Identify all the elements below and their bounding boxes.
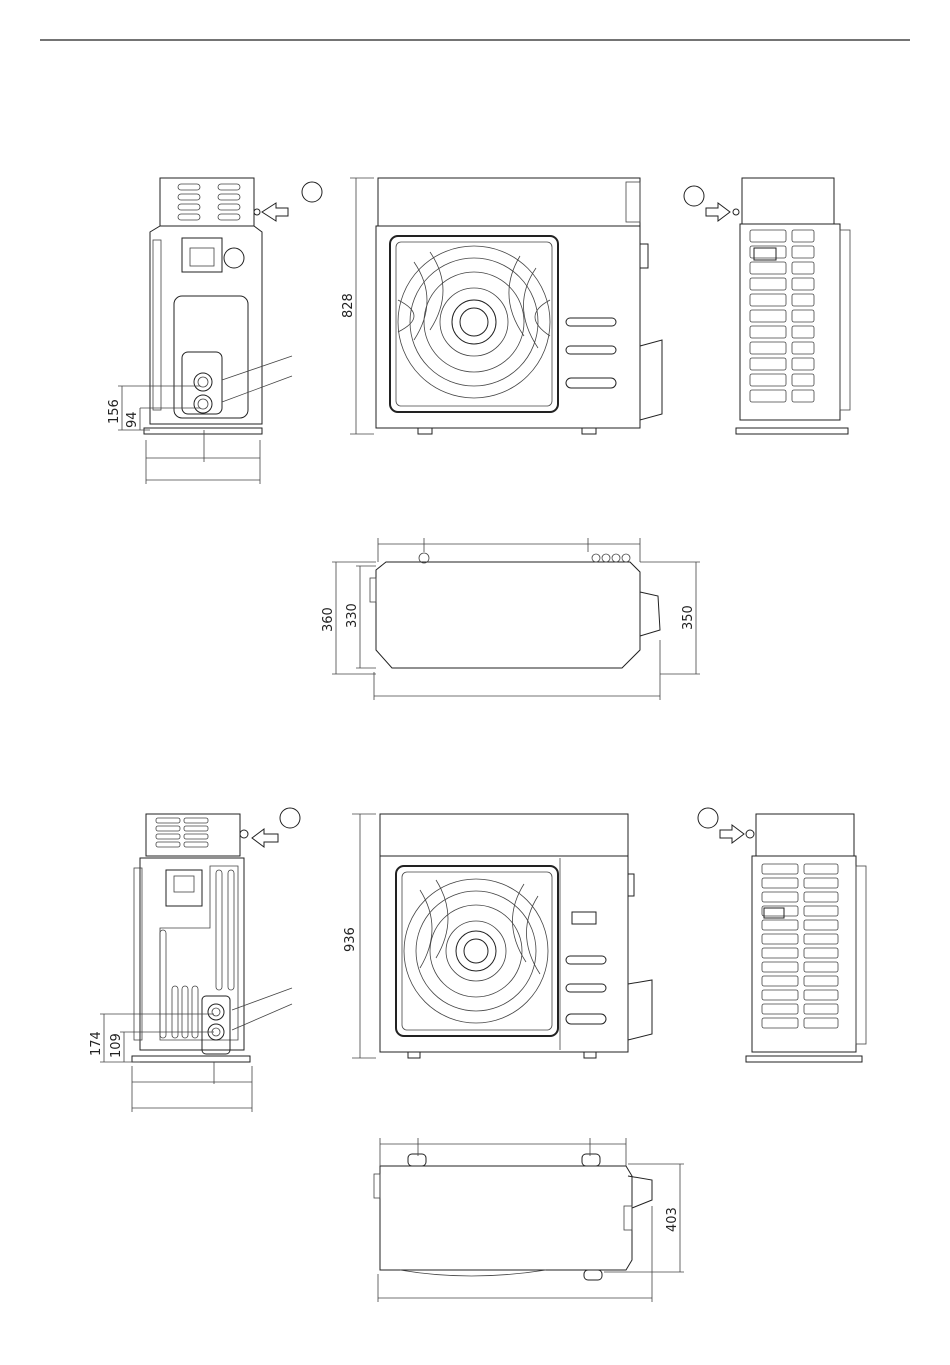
unit1-top-view: 360 330 350	[321, 538, 700, 700]
dim-94: 94	[125, 411, 140, 428]
dim-360: 360	[321, 607, 336, 632]
dim-330: 330	[345, 603, 360, 628]
unit2-side-view-left: 174 109	[89, 808, 300, 1112]
unit1-side-view-left: 156 94	[107, 178, 322, 484]
dim-109: 109	[109, 1033, 124, 1058]
dim-350: 350	[681, 605, 696, 630]
dim-156: 156	[107, 399, 122, 424]
dim-174: 174	[89, 1031, 104, 1056]
dim-828: 828	[341, 293, 356, 318]
dim-936: 936	[343, 927, 358, 952]
unit2-side-view-right	[698, 808, 866, 1062]
dim-403: 403	[665, 1207, 680, 1232]
unit2-top-view: 403	[374, 1138, 684, 1302]
unit1-side-view-right	[684, 178, 850, 434]
unit1-front-view: 828	[341, 178, 662, 434]
unit2-front-view: 936	[343, 814, 652, 1058]
